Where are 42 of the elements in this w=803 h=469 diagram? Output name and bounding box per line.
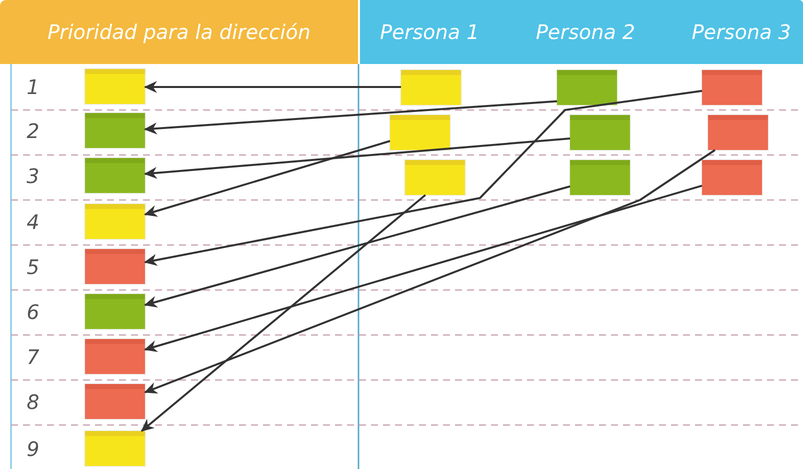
column-header: Persona 1: [380, 20, 480, 44]
sticky-note: [85, 69, 145, 104]
sticky-note: [390, 115, 450, 150]
sticky-note: [85, 204, 145, 239]
column-header: Persona 2: [536, 20, 636, 44]
sticky-note: [570, 160, 630, 195]
row-number: 7: [26, 345, 40, 369]
row-number: 5: [26, 255, 40, 279]
sticky-note: [85, 158, 145, 193]
row-number: 6: [26, 300, 40, 324]
row-number: 9: [26, 437, 40, 461]
sticky-note: [85, 249, 145, 284]
sticky-note: [702, 70, 762, 105]
arrow: [144, 138, 570, 179]
arrow: [144, 81, 401, 93]
sticky-note: [85, 339, 145, 374]
arrow: [144, 184, 702, 352]
arrow: [140, 194, 426, 432]
row-number: 3: [26, 164, 40, 188]
sticky-note: [85, 113, 145, 148]
row-number: 1: [26, 75, 40, 99]
column-header: Persona 3: [692, 20, 791, 44]
arrow: [144, 90, 702, 266]
sticky-note: [708, 115, 768, 150]
sticky-note: [85, 431, 145, 466]
header-band: [0, 0, 358, 64]
row-number: 4: [26, 210, 40, 234]
row-number: 2: [26, 119, 40, 143]
arrow: [144, 140, 390, 217]
sticky-note: [570, 115, 630, 150]
sticky-note: [405, 160, 465, 195]
sticky-note: [85, 384, 145, 419]
sticky-note: [702, 160, 762, 195]
sticky-note: [557, 70, 617, 105]
column-header: Prioridad para la dirección: [47, 20, 311, 44]
arrow: [144, 149, 716, 394]
sticky-note: [401, 70, 461, 105]
header-band: [360, 0, 803, 64]
arrow: [144, 100, 558, 134]
arrow: [144, 185, 570, 308]
sticky-note: [85, 294, 145, 329]
row-number: 8: [26, 390, 40, 414]
